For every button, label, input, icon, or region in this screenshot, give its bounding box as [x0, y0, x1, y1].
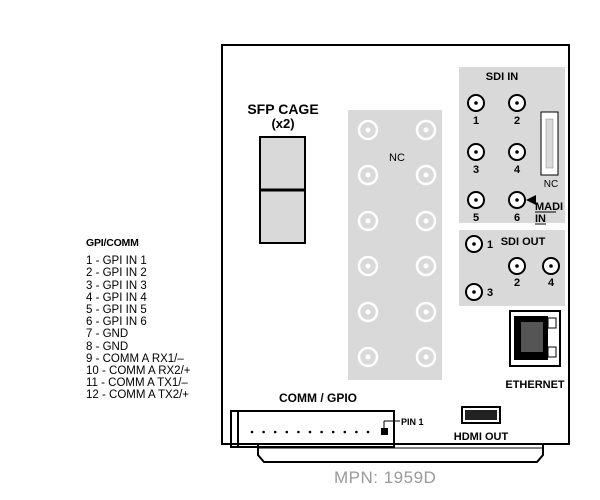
- gpio-pin: [262, 430, 265, 434]
- madi-nc-slot-inner: [545, 118, 554, 169]
- gpio-pin: [273, 430, 277, 434]
- ethernet-led-top: [547, 317, 557, 329]
- gpi-comm-pin-4: 4 - GPI IN 4: [86, 291, 147, 304]
- nc-bnc-connector: [415, 255, 437, 277]
- gpi-comm-pin-2: 2 - GPI IN 2: [86, 267, 147, 280]
- madi-in-label-line2: IN: [535, 213, 546, 225]
- ethernet-led-bottom: [547, 346, 557, 358]
- hdmi-jack: [465, 410, 497, 420]
- comm-gpio-title: COMM / GPIO: [279, 391, 357, 405]
- gpio-pin: [308, 430, 312, 434]
- nc-block-label: NC: [389, 152, 405, 164]
- nc-bnc-connector: [357, 119, 379, 141]
- nc-bnc-connector: [357, 210, 379, 232]
- sdi-out-port-label: 1: [487, 239, 493, 251]
- gpi-comm-pin-9: 9 - COMM A RX1/–: [86, 352, 184, 365]
- sdi-out-port-2: [508, 257, 526, 275]
- sdi-in-connector-grid: 1 2 3 4 5 6: [467, 94, 526, 224]
- comm-gpio-left-tab: [230, 410, 239, 448]
- sdi-in-port-2: [508, 94, 526, 112]
- nc-connector-block: [348, 110, 442, 380]
- sdi-in-port-6: [508, 191, 526, 209]
- sdi-out-port-label: 2: [514, 277, 520, 289]
- nc-bnc-connector: [415, 210, 437, 232]
- gpio-pin: [366, 430, 370, 434]
- madi-in-label-line1: MADI: [535, 201, 563, 213]
- gpi-comm-pin-7: 7 - GND: [86, 328, 129, 341]
- hdmi-out-label: HDMI OUT: [454, 431, 509, 443]
- sdi-in-port-1: [467, 94, 485, 112]
- nc-bnc-connector: [415, 301, 437, 323]
- sfp-cage-title: SFP CAGE: [247, 101, 318, 117]
- sdi-in-port-5: [467, 191, 485, 209]
- sdi-in-title: SDI IN: [486, 71, 518, 83]
- nc-bnc-connector: [415, 346, 437, 368]
- gpio-pin: [355, 430, 358, 434]
- madi-in-arrow: [526, 195, 536, 205]
- card-bottom-tab: [257, 444, 544, 463]
- nc-bnc-connector: [415, 164, 437, 186]
- gpi-comm-pin-6: 6 - GPI IN 6: [86, 316, 147, 329]
- sdi-out-title: SDI OUT: [501, 236, 546, 248]
- sdi-in-port-label: 2: [514, 115, 520, 127]
- sdi-out-port-label: 3: [487, 287, 493, 299]
- gpi-comm-pin-1: 1 - GPI IN 1: [86, 255, 147, 268]
- sfp-cage-count: (x2): [271, 116, 294, 131]
- sdi-in-port-label: 3: [473, 164, 479, 176]
- gpio-pin1-marker: [381, 428, 388, 435]
- gpi-comm-title: GPI/COMM: [86, 237, 139, 249]
- sdi-in-port-label: 5: [473, 212, 479, 224]
- sdi-out-port-label: 4: [548, 277, 555, 289]
- sdi-out-connector-grid: 1 2 3 4: [465, 235, 560, 301]
- gpi-comm-pin-10: 10 - COMM A RX2/+: [86, 365, 191, 378]
- gpi-comm-pin-5: 5 - GPI IN 5: [86, 304, 147, 317]
- sdi-out-port-1: [465, 235, 483, 253]
- ethernet-label: ETHERNET: [505, 379, 565, 391]
- sdi-in-port-label: 1: [473, 115, 479, 127]
- sdi-out-port-4: [542, 257, 560, 275]
- gpi-comm-pin-3: 3 - GPI IN 3: [86, 279, 147, 292]
- mpn-label: MPN: 1959D: [334, 468, 437, 487]
- sdi-in-port-3: [467, 143, 485, 161]
- gpi-comm-pin-12: 12 - COMM A TX2/+: [86, 389, 190, 402]
- nc-connector-grid: [357, 119, 437, 368]
- sdi-in-port-4: [508, 143, 526, 161]
- nc-bnc-connector: [357, 346, 379, 368]
- gpio-pin1-label: PIN 1: [401, 417, 424, 427]
- gpio-pin: [320, 430, 323, 434]
- gpi-comm-pin-8: 8 - GND: [86, 340, 129, 353]
- nc-bnc-connector: [357, 164, 379, 186]
- sdi-in-port-label: 6: [514, 212, 520, 224]
- gpio-pin: [331, 430, 335, 434]
- madi-nc-label: NC: [544, 179, 558, 190]
- nc-bnc-connector: [357, 255, 379, 277]
- comm-gpio-pin-row: [250, 430, 370, 434]
- nc-bnc-connector: [415, 119, 437, 141]
- gpio-pin: [250, 430, 254, 434]
- gpio-pin: [285, 430, 289, 434]
- sdi-out-port-3: [465, 283, 483, 301]
- sdi-in-port-label: 4: [514, 164, 521, 176]
- gpio-pin: [297, 430, 300, 434]
- gpio-pin: [343, 430, 347, 434]
- ethernet-jack-inner: [521, 322, 543, 352]
- nc-bnc-connector: [357, 301, 379, 323]
- gpi-comm-pin-11: 11 - COMM A TX1/–: [86, 377, 188, 390]
